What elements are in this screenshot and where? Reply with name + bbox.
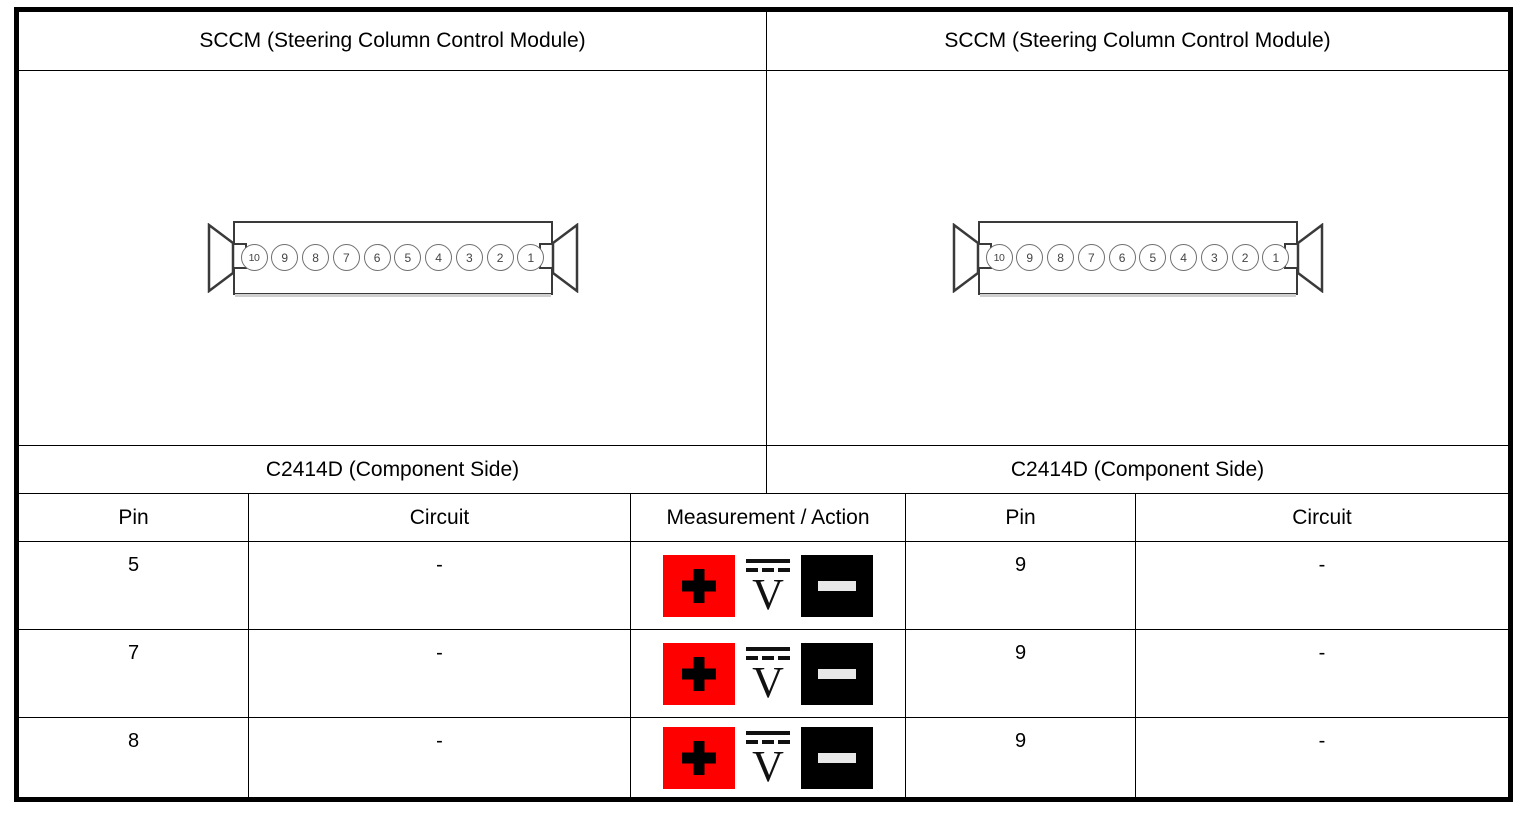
- plus-probe-icon: [663, 642, 735, 705]
- connector-pin: 4: [1170, 244, 1198, 271]
- rule-measure-left: [630, 493, 631, 797]
- connector-pin: 2: [1231, 244, 1259, 271]
- table-row: 8: [19, 718, 248, 797]
- rule-center-split: [766, 12, 767, 493]
- cell-left-circuit-value: -: [436, 554, 443, 576]
- cell-right-circuit-value: -: [1318, 730, 1326, 752]
- connector-pin: 9: [1016, 244, 1044, 271]
- minus-probe-icon: [801, 554, 873, 617]
- minus-probe-icon: [801, 726, 873, 789]
- cell-right-pin: 9: [906, 542, 1135, 629]
- connector-latch-right-icon: [551, 222, 579, 293]
- cell-left-circuit: -: [249, 718, 630, 797]
- column-header-right-circuit: Circuit: [1292, 505, 1352, 529]
- rule-left-pin: [248, 493, 249, 797]
- connector-pin: 9: [271, 244, 299, 271]
- cell-right-pin-value: 9: [1014, 730, 1027, 752]
- connector-pin: 7: [1077, 244, 1105, 271]
- cell-measurement: V: [631, 542, 905, 629]
- dc-dashed-line: [746, 567, 790, 572]
- cell-right-circuit: -: [1136, 630, 1508, 717]
- connector-pin: 7: [332, 244, 360, 271]
- title-right: SCCM (Steering Column Control Module): [944, 29, 1331, 53]
- cell-measurement: V: [631, 630, 905, 717]
- table-frame: SCCM (Steering Column Control Module) SC…: [14, 7, 1513, 802]
- dc-dashed-line: [746, 655, 790, 660]
- connector-pin-row-right: 10 9 8 7 6 5 4 3 2 1: [985, 213, 1290, 303]
- connector-pin: 10: [985, 244, 1013, 271]
- connector-latch-left-icon: [207, 222, 235, 293]
- connector-pin: 2: [486, 244, 514, 271]
- voltage-letter: V: [752, 657, 784, 707]
- cell-left-circuit: -: [249, 542, 630, 629]
- connector-graphic-left: 10 9 8 7 6 5 4 3 2 1: [207, 213, 579, 303]
- rule-right-pin: [1135, 493, 1136, 797]
- minus-probe-icon: [801, 642, 873, 705]
- cell-left-pin: 7: [127, 642, 140, 664]
- table-grid: SCCM (Steering Column Control Module) SC…: [19, 12, 1508, 797]
- connector-pin: 8: [1047, 244, 1075, 271]
- connector-pin: 3: [455, 244, 483, 271]
- cell-right-pin: 9: [906, 630, 1135, 717]
- rule-under-diagram: [19, 445, 1508, 446]
- connector-label-left: C2414D (Component Side): [265, 457, 520, 481]
- connector-pin: 3: [1200, 244, 1228, 271]
- rule-row2-bottom: [19, 717, 1508, 718]
- dc-solid-line: [746, 646, 790, 651]
- cell-left-circuit: -: [249, 630, 630, 717]
- table-row: 7: [19, 630, 248, 717]
- rule-under-colheads: [19, 541, 1508, 542]
- column-header-left-circuit: Circuit: [409, 505, 470, 529]
- dc-voltage-icon: V: [743, 642, 793, 707]
- dc-voltage-icon: V: [743, 554, 793, 619]
- connector-pin: 1: [1262, 244, 1290, 271]
- cell-right-circuit-value: -: [1318, 642, 1326, 664]
- connector-pin-row-left: 10 9 8 7 6 5 4 3 2 1: [240, 213, 545, 303]
- cell-right-circuit-value: -: [1318, 554, 1326, 576]
- connector-pin: 1: [517, 244, 545, 271]
- dc-dashed-line: [746, 739, 790, 744]
- connector-pin: 10: [240, 244, 268, 271]
- connector-pin: 6: [1108, 244, 1136, 271]
- dc-solid-line: [746, 558, 790, 563]
- connector-pin: 5: [1139, 244, 1167, 271]
- connector-latch-right-icon: [1296, 222, 1324, 293]
- voltage-letter: V: [752, 741, 784, 791]
- connector-pin: 5: [394, 244, 422, 271]
- rule-under-titles: [19, 70, 1508, 71]
- connector-graphic-right: 10 9 8 7 6 5 4 3 2 1: [952, 213, 1324, 303]
- rule-under-connector-lbl: [19, 493, 1508, 494]
- cell-left-circuit-value: -: [436, 730, 443, 752]
- table-row: 5: [19, 542, 248, 629]
- connector-diagram-right: 10 9 8 7 6 5 4 3 2 1: [767, 70, 1508, 445]
- column-header-left-pin: Pin: [118, 505, 149, 529]
- cell-left-pin: 8: [127, 730, 140, 752]
- dc-solid-line: [746, 730, 790, 735]
- connector-pin: 4: [425, 244, 453, 271]
- connector-diagram-left: 10 9 8 7 6 5 4 3 2 1: [19, 70, 766, 445]
- cell-left-circuit-value: -: [436, 642, 443, 664]
- plus-probe-icon: [663, 554, 735, 617]
- column-header-measurement: Measurement / Action: [666, 505, 870, 529]
- connector-pin: 6: [363, 244, 391, 271]
- cell-left-pin: 5: [127, 554, 140, 576]
- connector-latch-left-icon: [952, 222, 980, 293]
- cell-right-circuit: -: [1136, 542, 1508, 629]
- rule-measure-right: [905, 493, 906, 797]
- dc-voltage-icon: V: [743, 726, 793, 791]
- voltage-letter: V: [752, 569, 784, 619]
- connector-label-right: C2414D (Component Side): [1010, 457, 1265, 481]
- connector-pin: 8: [302, 244, 330, 271]
- cell-measurement: V: [631, 718, 905, 797]
- cell-right-pin-value: 9: [1014, 554, 1027, 576]
- cell-right-pin: 9: [906, 718, 1135, 797]
- column-header-right-pin: Pin: [1005, 505, 1036, 529]
- cell-right-pin-value: 9: [1014, 642, 1027, 664]
- plus-probe-icon: [663, 726, 735, 789]
- cell-right-circuit: -: [1136, 718, 1508, 797]
- title-left: SCCM (Steering Column Control Module): [199, 29, 586, 53]
- rule-row1-bottom: [19, 629, 1508, 630]
